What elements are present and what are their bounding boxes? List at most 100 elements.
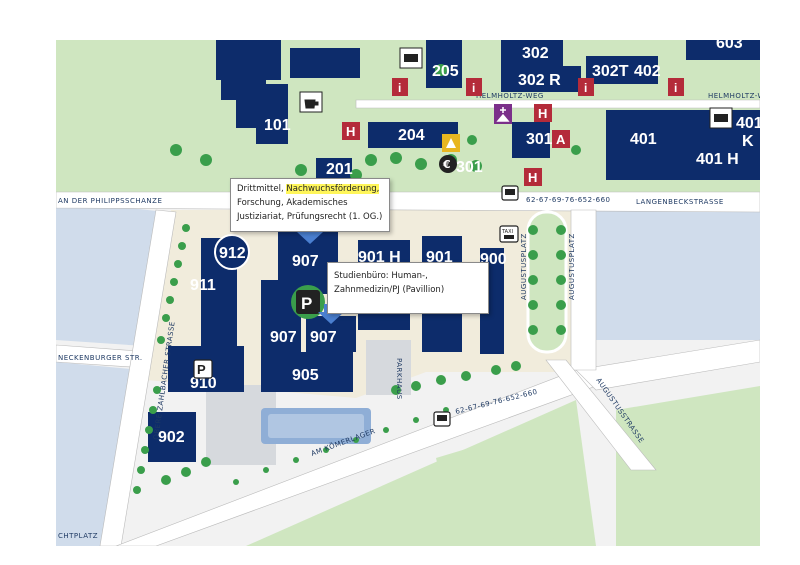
building-401k[interactable] (732, 110, 760, 180)
label-603: 603 (716, 40, 743, 52)
cafe-marker-2[interactable] (399, 47, 423, 69)
parking-icon: P (301, 294, 312, 313)
label-401h: 401 H (696, 151, 739, 168)
label-907-north: 907 (292, 253, 319, 270)
bus-stop-south[interactable] (433, 411, 451, 427)
pond (261, 408, 371, 444)
helmholtz-weg-road (355, 99, 761, 109)
label-905: 905 (292, 367, 319, 384)
building-905[interactable] (261, 352, 353, 392)
label-302: 302 (522, 45, 549, 62)
hospital-marker-3[interactable]: H (524, 168, 542, 186)
pharmacy-icon: A (556, 132, 566, 147)
campus-map[interactable]: 101 201 204 205 302 302 R 302T 402 603 3… (55, 35, 764, 547)
bus-icon (505, 189, 515, 195)
callout-studienbuero[interactable]: Studienbüro: Human-, Zahnmedizin/PJ (Pav… (327, 262, 489, 314)
bus-icon (437, 415, 447, 421)
building-603[interactable] (686, 40, 760, 60)
building-201[interactable] (316, 158, 352, 180)
building-101[interactable] (256, 84, 288, 144)
parking-marker-910[interactable]: P (193, 359, 213, 379)
bus-lines-north: 62-67-69-76-652-660 (526, 196, 610, 204)
label-205: 205 (432, 63, 459, 80)
lecture-hall-marker[interactable] (442, 134, 460, 152)
hospital-marker-2[interactable]: H (534, 104, 552, 122)
info-icon: i (398, 81, 401, 95)
label-204: 204 (398, 127, 425, 144)
bus-stop-north[interactable] (501, 185, 519, 201)
label-201: 201 (326, 161, 353, 178)
cafe-marker-3[interactable] (709, 107, 733, 129)
label-402: 402 (634, 63, 661, 80)
label-907-south: 907 (310, 329, 337, 346)
callout-text: Drittmittel, (237, 184, 287, 194)
label-k: K (742, 133, 754, 150)
label-910: 910 (190, 375, 217, 392)
cafe-icon (304, 99, 319, 109)
parkhaus-ramp (366, 340, 411, 395)
building-301[interactable] (512, 122, 550, 158)
lecture-icon (446, 138, 456, 148)
building-302t-402[interactable] (586, 56, 658, 84)
church-icon (496, 107, 510, 122)
chapel-marker[interactable] (494, 104, 512, 124)
street-richtplatz: CHTPLATZ (58, 532, 98, 540)
callout-drittmittel-line1: Drittmittel, Nachwuchsförderung, (237, 182, 383, 196)
hospital-icon: H (346, 124, 355, 139)
street-neckenburger: NECKENBURGER STR. (58, 354, 143, 362)
cafe-marker-1[interactable] (299, 91, 323, 113)
building-902[interactable] (148, 412, 196, 462)
east-district (586, 210, 760, 340)
info-icon: i (674, 81, 677, 95)
label-101: 101 (264, 117, 291, 134)
building-205[interactable] (426, 40, 462, 88)
trees (133, 64, 581, 494)
label-301: 301 (526, 131, 553, 148)
callout-drittmittel-line2: Forschung, Akademisches (237, 198, 348, 208)
callout-drittmittel-line3: Justiziariat, Prüfungsrecht (1. OG.) (237, 212, 383, 222)
label-907-west: 907 (270, 329, 297, 346)
cafe-icon (714, 114, 728, 122)
callout-drittmittel[interactable]: Drittmittel, Nachwuchsförderung, Forschu… (230, 178, 390, 232)
street-helmholtz-2: HELMHOLTZ-W (708, 92, 760, 100)
augustusplatz-median (526, 210, 568, 354)
info-marker-2[interactable]: i (466, 78, 482, 96)
hospital-icon: H (528, 170, 537, 185)
label-401: 401 (630, 131, 657, 148)
taxi-stand[interactable]: TAXI (499, 225, 519, 243)
euro-icon: € (442, 158, 451, 171)
info-marker-3[interactable]: i (578, 78, 594, 96)
label-401-k: 401 (736, 115, 760, 132)
street-parkhaus: PARKHAUS (395, 358, 403, 400)
info-icon: i (472, 81, 475, 95)
street-augustusplatz-1: AUGUSTUSPLATZ (520, 233, 528, 300)
cafe-icon (404, 54, 418, 62)
callout-studienbuero-line1: Studienbüro: Human-, (334, 271, 428, 281)
park-lawn (436, 434, 556, 546)
callout-highlight: Nachwuchsförderung, (286, 184, 380, 194)
label-301-b: 301 (456, 159, 483, 176)
label-302t: 302T (592, 63, 629, 80)
map-canvas: 101 201 204 205 302 302 R 302T 402 603 3… (55, 35, 764, 547)
info-marker-4[interactable]: i (668, 78, 684, 96)
label-911: 911 (190, 277, 216, 294)
info-icon: i (584, 81, 587, 95)
hospital-marker-1[interactable]: H (342, 122, 360, 140)
building-302r[interactable] (501, 66, 581, 92)
label-901: 901 (426, 249, 453, 266)
augustusstrasse-road (545, 359, 657, 471)
building-north-a[interactable] (290, 48, 360, 78)
street-langenbeck: LANGENBECKSTRASSE (636, 198, 724, 206)
building-302[interactable] (501, 40, 563, 66)
label-912: 912 (219, 245, 246, 262)
atm-marker[interactable]: € (439, 155, 457, 173)
parking-marker-907[interactable]: P (291, 285, 325, 319)
pharmacy-marker[interactable]: A (552, 130, 570, 148)
street-augustusplatz-2: AUGUSTUSPLATZ (568, 233, 576, 300)
augustusplatz-road-west (570, 209, 597, 371)
info-marker-1[interactable]: i (392, 78, 408, 96)
building-912[interactable] (214, 234, 250, 270)
southeast-park (616, 386, 760, 546)
street-helmholtz-1: HELMHOLTZ-WEG (476, 92, 544, 100)
west-district (56, 200, 166, 346)
